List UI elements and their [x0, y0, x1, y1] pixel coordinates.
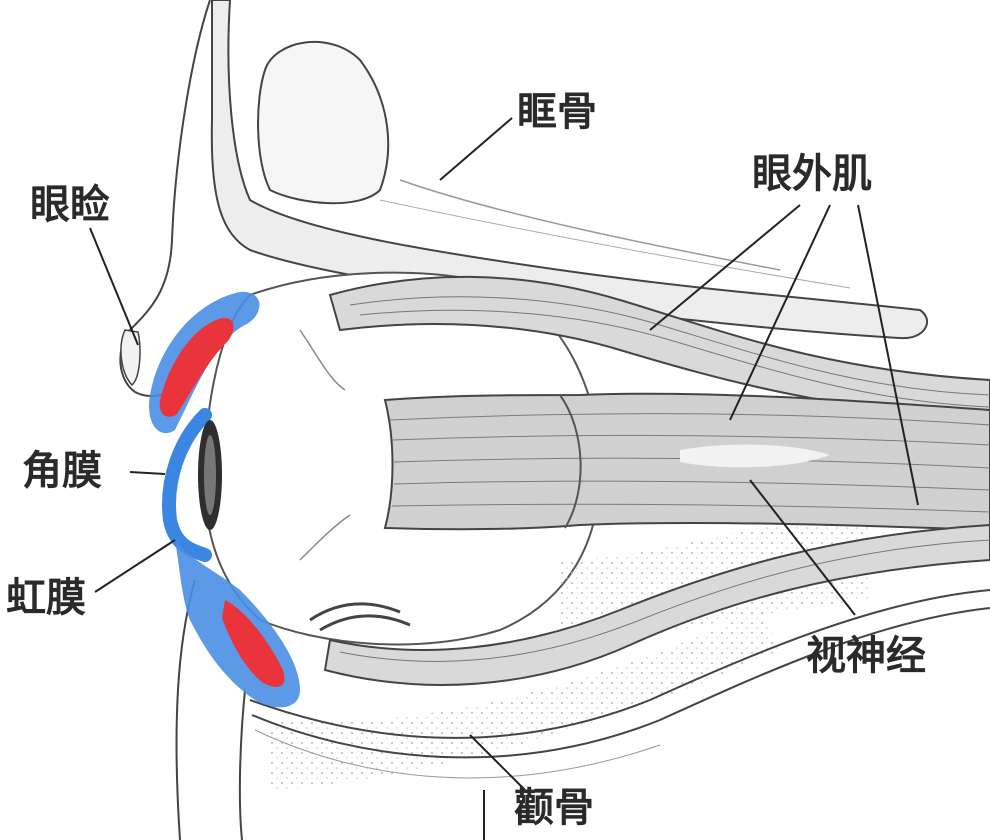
leader-iris: [95, 540, 175, 592]
label-orbital-bone: 眶骨: [517, 92, 597, 132]
label-optic-nerve: 视神经: [806, 636, 926, 676]
label-eyelid: 眼睑: [30, 185, 110, 225]
label-iris: 虹膜: [6, 578, 86, 618]
leader-cornea: [130, 472, 165, 474]
label-cornea: 角膜: [22, 451, 102, 491]
leader-eyelid: [90, 228, 138, 345]
label-maxilla: 颧骨: [514, 788, 594, 828]
leader-orbital-bone: [440, 118, 512, 180]
iris-ring: [198, 420, 222, 530]
label-extraocular-muscle: 眼外肌: [752, 154, 872, 194]
